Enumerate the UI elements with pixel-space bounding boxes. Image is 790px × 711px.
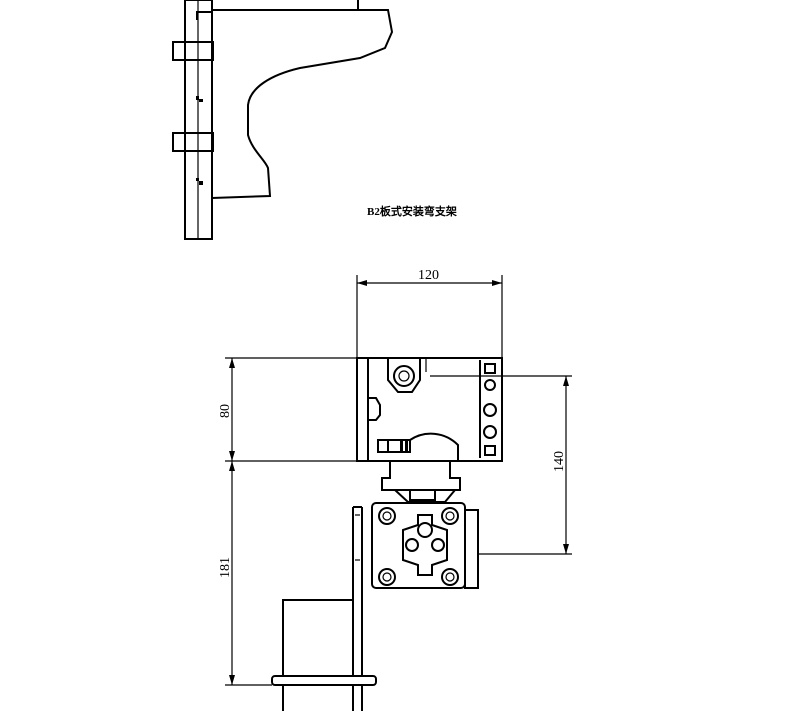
dim-label-181: 181 <box>218 557 233 578</box>
dim-top-width: 120 <box>356 268 503 358</box>
upper-bracket-drawing <box>172 0 394 240</box>
dim-upper-height: 80 <box>218 357 378 462</box>
bolt-lower <box>172 132 214 152</box>
figure-caption: B2板式安装弯支架 <box>367 204 457 218</box>
mounting-bracket <box>271 506 377 711</box>
conduit-ring-inner <box>398 370 410 382</box>
bolt-upper <box>172 41 214 61</box>
conduit-entry <box>387 358 421 393</box>
dim-label-140: 140 <box>552 451 567 472</box>
dim-right-height: 140 <box>430 375 572 555</box>
conduit-ring-outer <box>393 365 415 387</box>
transmitter-neck <box>381 461 461 503</box>
dim-lower-height: 181 <box>218 461 272 686</box>
sensor-capsule <box>371 502 479 589</box>
dim-label-120: 120 <box>418 268 439 283</box>
electronics-housing <box>356 357 503 462</box>
transmitter-drawing: 120 80 181 140 <box>218 268 572 711</box>
bracket-profile <box>211 0 394 199</box>
dim-label-80: 80 <box>218 404 233 418</box>
